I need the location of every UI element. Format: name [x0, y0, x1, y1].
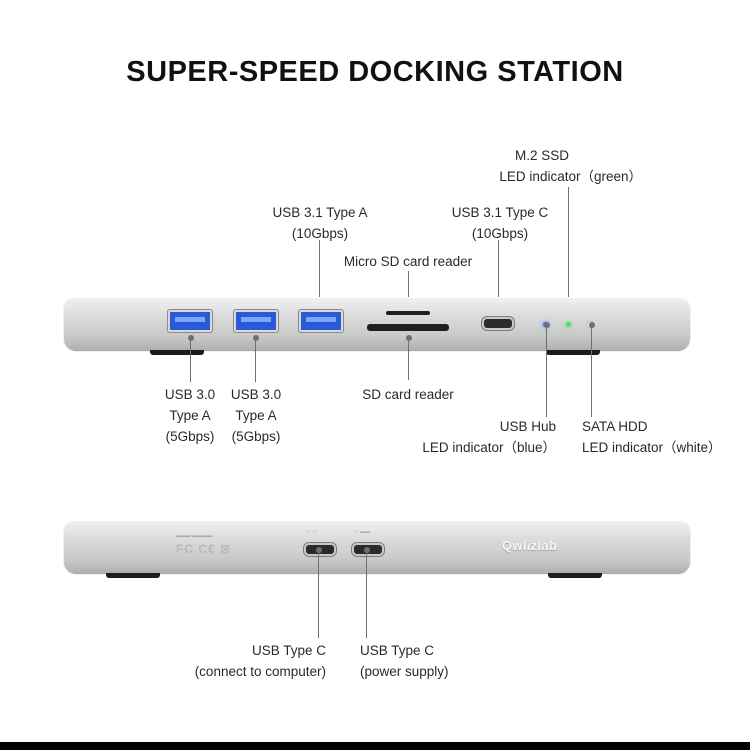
dock-front-panel: [64, 297, 690, 350]
leader-usb31-type-a: [316, 240, 323, 305]
label-micro-sd-reader: Micro SD card reader: [343, 254, 473, 269]
usb-c-port-icon: [482, 317, 514, 330]
leader-usb30-type-a-1: [187, 335, 194, 382]
leader-usb30-type-a-2: [252, 335, 259, 382]
label-usb30-type-a-2: USB 3.0 Type A (5Gbps): [230, 387, 282, 444]
front-foot-right: [546, 350, 600, 355]
certification-marks-icon: FC C€ ⊠: [176, 542, 232, 556]
label-sata-hdd-led: SATA HDD LED indicator（white）: [582, 419, 722, 455]
usb-a-port-icon: [299, 310, 343, 332]
leader-usb-hub-led: [543, 322, 550, 417]
label-usb30-type-a-1: USB 3.0 Type A (5Gbps): [164, 387, 216, 444]
usb-a-port-icon: [168, 310, 212, 332]
label-usb-hub-led: USB Hub LED indicator（blue）: [422, 419, 556, 455]
label-usb31-type-a: USB 3.1 Type A (10Gbps): [272, 205, 368, 241]
page-title: SUPER-SPEED DOCKING STATION: [126, 56, 624, 88]
model-text-icon: ▬▬▬ ▬▬▬▬: [176, 533, 213, 539]
usb-a-port-icon: [234, 310, 278, 332]
leader-typec-power: [363, 547, 370, 638]
leader-sata-hdd-led: [588, 322, 595, 417]
label-typec-power: USB Type C (power supply): [360, 643, 449, 679]
label-typec-computer: USB Type C (connect to computer): [194, 643, 326, 679]
micro-sd-slot-icon: [386, 311, 430, 315]
sd-card-slot-icon: [367, 324, 449, 331]
leader-typec-computer: [315, 547, 322, 638]
front-foot-left: [150, 350, 204, 355]
label-usb31-type-c: USB 3.1 Type C (10Gbps): [451, 205, 549, 241]
back-foot-left: [106, 573, 160, 578]
brand-logo: Qwlizlab: [502, 538, 558, 553]
label-m2-ssd-led: M.2 SSD LED indicator（green）: [499, 148, 642, 184]
dock-back-panel: ▬▬▬ ▬▬▬▬ FC C€ ⊠ ⊢ ⊣ ▭ ▬▬ Qwlizlab: [64, 520, 690, 573]
label-sd-card-reader: SD card reader: [362, 387, 454, 402]
back-foot-right: [548, 573, 602, 578]
leader-m2-ssd-led: [565, 187, 572, 316]
port-marking-icon: ⊢ ⊣: [306, 529, 317, 535]
leader-sd-card-reader: [405, 335, 412, 380]
m2-ssd-led-icon: [566, 322, 571, 327]
port-marking-icon: ▭ ▬▬: [354, 529, 371, 535]
